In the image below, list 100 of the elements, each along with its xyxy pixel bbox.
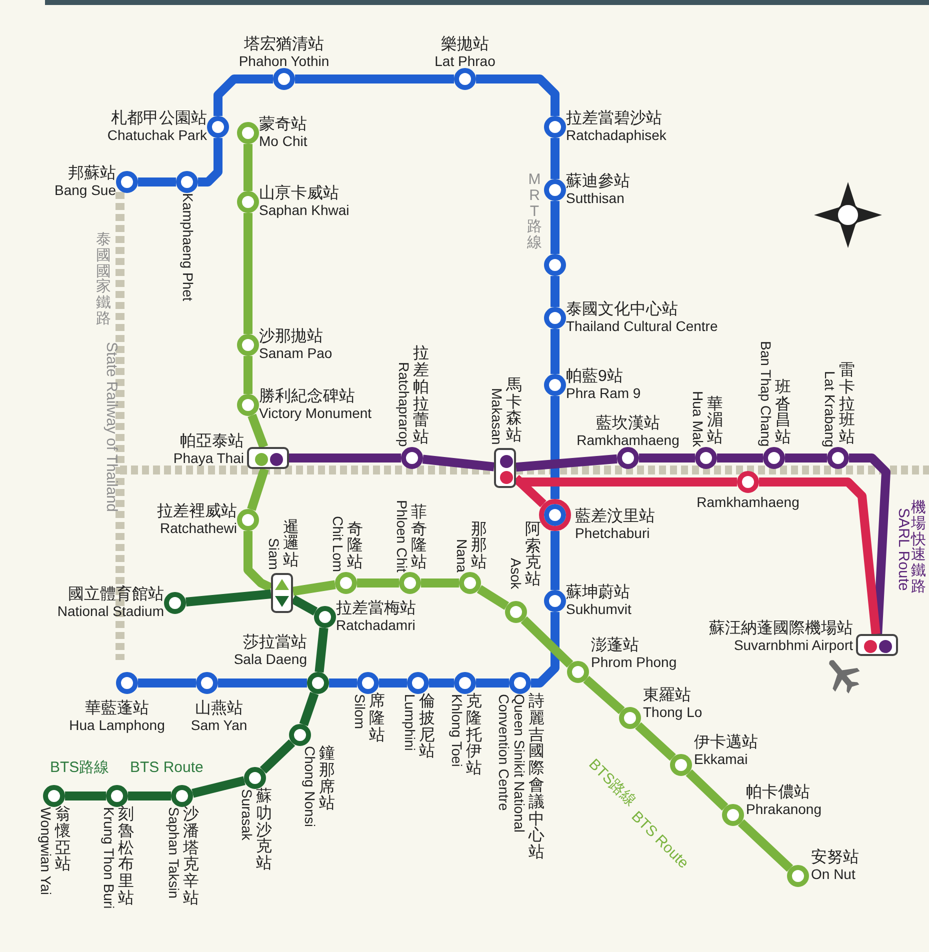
- rail-line: [198, 138, 222, 186]
- station-name: 沙那拋站: [259, 328, 324, 346]
- rail-line: [639, 454, 695, 462]
- rail-line: [422, 454, 494, 472]
- rail-line: [260, 739, 296, 774]
- rail-line: [289, 454, 401, 462]
- station-name: 華湄站: [706, 396, 723, 447]
- station-name: 蘇迪參站: [566, 173, 630, 192]
- rail-line: [244, 531, 273, 592]
- station-name: Phahon Yothin: [238, 54, 330, 70]
- station-name: Thailand Cultural Centre: [566, 319, 718, 335]
- rail-line: [214, 74, 273, 116]
- rail-line: [550, 531, 560, 590]
- station-name: 帕卡儂站: [746, 784, 811, 802]
- station-name: 澎蓬站: [591, 637, 640, 656]
- rail-line: [476, 585, 510, 610]
- line-label: BTS Route: [130, 759, 204, 776]
- station-name: Makasan: [488, 388, 504, 445]
- station-name: 蘇汪納蓬國際機場站: [709, 620, 853, 638]
- rail-line: [717, 454, 763, 462]
- line-label: State Railway of Thailand: [103, 342, 120, 512]
- station-name: 班沓昌站: [774, 380, 791, 447]
- station-name: On Nut: [811, 867, 856, 883]
- rail-line: [299, 692, 319, 726]
- station-name: Ratchaprarop: [395, 362, 411, 447]
- station-name: Ban Thap Chang: [757, 341, 773, 447]
- rail-line: [379, 678, 407, 688]
- rail-line: [292, 580, 336, 596]
- station-name: Phra Ram 9: [566, 386, 641, 402]
- rail-line: [429, 678, 454, 688]
- rail-line: [550, 276, 560, 307]
- station-name: 刻魯松布里站: [118, 807, 134, 908]
- station-name: 莎拉當站: [242, 634, 307, 652]
- station-name: 伊卡邁站: [694, 734, 758, 752]
- station-name: Chit Lom: [329, 516, 345, 572]
- station-name: 勝利紀念碑站: [259, 388, 356, 406]
- rail-line: [244, 213, 252, 334]
- station-name: Queen Sinikit National Convention Centre: [495, 694, 527, 835]
- station-name: 沙潘塔克辛站: [182, 807, 199, 908]
- rail-line: [65, 792, 106, 800]
- station-name: Thong Lo: [643, 705, 702, 721]
- station-name: Sutthisan: [566, 191, 626, 207]
- rail-line: [476, 678, 509, 688]
- station-name: 藍坎漢站: [595, 415, 661, 434]
- station-marker: [544, 254, 566, 276]
- station-name: 阿索克站: [524, 522, 541, 589]
- rail-line: [244, 144, 252, 191]
- line-label: SARL Route: [895, 508, 912, 591]
- rail-line: [329, 678, 357, 688]
- station-name: Surasak: [238, 789, 254, 840]
- station-name: Wongwian Yai: [37, 807, 53, 895]
- station-name: 暹邏站: [282, 520, 299, 570]
- rail-line: [295, 74, 454, 84]
- station-name: Sam Yan: [190, 718, 248, 734]
- station-name: Krung Thon Buri: [100, 807, 116, 909]
- station-name: Chatuchak Park: [107, 128, 207, 144]
- station-name: Asok: [507, 558, 523, 589]
- rail-line: [550, 396, 560, 499]
- station-name: 拉差當碧沙站: [566, 110, 663, 128]
- station-name: Sala Daeng: [234, 652, 307, 668]
- station-name: Mo Chit: [259, 134, 308, 150]
- station-name: 克隆托伊站: [466, 694, 482, 778]
- line-label: MRT路線: [527, 172, 542, 251]
- station-name: Sukhumvit: [566, 602, 632, 618]
- rail-line: [357, 578, 399, 588]
- rail-line: [635, 722, 676, 761]
- rail-line: [248, 414, 268, 449]
- rail-line: [759, 478, 880, 634]
- rail-line: [516, 454, 618, 472]
- station-name: 邦蘇站: [67, 165, 116, 184]
- station-name: Saphan Khwai: [259, 203, 350, 219]
- rail-line: [138, 678, 196, 688]
- station-name: 樂拋站: [440, 36, 490, 54]
- station-name: 菲奇隆站: [410, 504, 427, 572]
- station-name: 華藍蓬站: [84, 700, 150, 718]
- rail-line: [218, 678, 307, 688]
- rail-line: [244, 356, 252, 394]
- line-label: 機場快速鐵路: [911, 500, 926, 594]
- station-name: 藍差汶里站: [575, 508, 655, 526]
- station-name: 倫披尼站: [418, 694, 435, 762]
- station-name: 鐘那席站: [318, 746, 335, 814]
- rail-line: [738, 819, 794, 872]
- station-name: Lumphini: [401, 694, 417, 751]
- station-name: Khlong Toei: [448, 694, 464, 767]
- rail-line: [314, 627, 328, 673]
- station-name: Victory Monument: [259, 406, 372, 422]
- station-name: 拉差裡威站: [157, 503, 237, 522]
- station-name: 塔宏猶清站: [243, 36, 325, 54]
- station-name: 奇隆站: [346, 522, 363, 572]
- station-name: National Stadium: [57, 604, 164, 620]
- station-name: 席隆站: [368, 694, 385, 744]
- rail-line: [550, 138, 560, 179]
- station-name: Hua Mak: [689, 390, 705, 447]
- station-name: 國立體育館站: [67, 586, 164, 604]
- station-name: Ramkhamhaeng: [696, 495, 800, 511]
- station-name: 拉差帕拉蕾站: [412, 346, 429, 447]
- rail-line: [849, 454, 890, 634]
- line-label: BTS路線: [50, 758, 110, 777]
- rail-line: [583, 676, 625, 714]
- station-name: Ramkhamhaeng: [576, 433, 680, 449]
